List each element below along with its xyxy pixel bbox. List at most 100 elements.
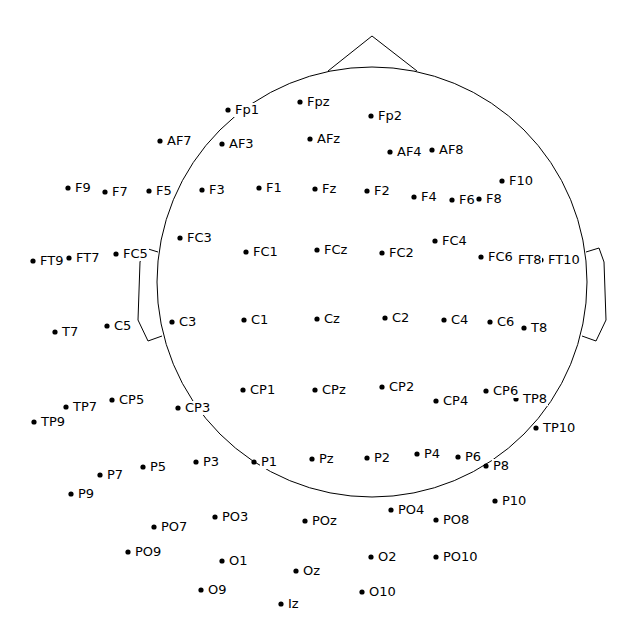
electrode-label: Fpz [306,95,331,109]
electrode-label: F10 [508,174,534,188]
electrode-label: TP7 [72,400,98,414]
electrode-label: P2 [373,451,391,465]
electrode-dot [432,238,437,243]
electrode-dot [212,514,217,519]
electrode-dot [487,319,492,324]
electrode-label: O9 [207,583,228,597]
electrode-label: P1 [260,455,278,469]
electrode-label: F6 [458,193,476,207]
electrode-dot [483,388,488,393]
electrode-dot [104,323,109,328]
electrode-label: TP9 [40,415,66,429]
electrode-dot [314,316,319,321]
electrode-label: C5 [113,319,132,333]
electrode-dot [251,459,256,464]
electrode-label: F9 [74,181,92,195]
electrode-dot [68,491,73,496]
electrode-dot [307,136,312,141]
electrode-label: Pz [318,452,335,466]
electrode-label: P7 [106,468,124,482]
electrode-dot [169,319,174,324]
electrode-label: O1 [228,554,249,568]
electrode-label: C4 [450,313,469,327]
electrode-label: FCz [323,243,348,257]
electrode-label: CP6 [492,384,519,398]
electrode-label: P5 [149,460,167,474]
electrode-label: T7 [61,325,79,339]
electrode-dot [433,554,438,559]
electrode-label: AF3 [228,137,255,151]
electrode-dot [52,329,57,334]
electrode-label: FT8 [517,253,542,267]
electrode-label: PO7 [160,520,188,534]
electrode-label: CP5 [118,393,145,407]
electrode-label: C2 [391,311,410,325]
electrode-label: Fz [321,182,337,196]
electrode-dot [146,188,151,193]
electrode-label: F2 [373,184,391,198]
electrode-label: F8 [485,192,503,206]
electrode-dot [225,107,230,112]
electrode-dot [31,419,36,424]
electrode-dot [476,196,481,201]
electrode-label: FT10 [547,253,581,267]
electrode-dot [368,113,373,118]
electrode-label: PO4 [397,503,425,517]
electrode-label: FC3 [186,231,213,245]
electrode-label: F4 [420,190,438,204]
electrode-dot [533,425,538,430]
electrode-dot [387,149,392,154]
electrode-dot [455,454,460,459]
electrode-label: F3 [208,183,226,197]
electrode-label: O10 [368,585,397,599]
electrode-dot [293,568,298,573]
electrode-dot [309,456,314,461]
electrode-label: P9 [77,487,95,501]
electrode-label: Oz [302,564,321,578]
electrode-label: P10 [501,494,527,508]
electrode-label: CP2 [388,380,415,394]
electrode-dot [109,397,114,402]
electrode-label: FT7 [75,251,100,265]
electrode-label: Fp2 [377,109,403,123]
head-circle [157,67,587,497]
electrode-dot [429,147,434,152]
electrode-dot [297,99,302,104]
electrode-dot [240,387,245,392]
electrode-dot [411,194,416,199]
electrode-label: FC2 [388,246,415,260]
electrode-dot [364,188,369,193]
electrode-dot [102,189,107,194]
electrode-label: POz [311,514,338,528]
electrode-label: Iz [287,597,300,611]
electrode-dot [441,317,446,322]
electrode-label: F1 [265,181,283,195]
electrode-label: P4 [423,447,441,461]
electrode-label: F7 [111,185,129,199]
electrode-label: C3 [178,315,197,329]
electrode-label: CP1 [249,383,276,397]
electrode-label: T8 [530,321,548,335]
electrode-dot [113,251,118,256]
electrode-dot [219,558,224,563]
electrode-dot [157,138,162,143]
electrode-label: TP10 [542,421,576,435]
electrode-label: AF4 [396,145,423,159]
electrode-dot [379,384,384,389]
electrode-dot [312,186,317,191]
electrode-label: FC4 [441,234,468,248]
electrode-label: P8 [492,459,510,473]
electrode-dot [492,498,497,503]
electrode-label: PO8 [442,513,470,527]
electrode-dot [312,387,317,392]
electrode-label: PO3 [221,510,249,524]
electrode-dot [449,197,454,202]
electrode-dot [198,587,203,592]
electrode-label: P3 [202,455,220,469]
electrode-dot [368,554,373,559]
electrode-dot [278,601,283,606]
electrode-label: FC6 [487,250,514,264]
electrode-dot [65,185,70,190]
electrode-dot [175,405,180,410]
electrode-dot [433,517,438,522]
